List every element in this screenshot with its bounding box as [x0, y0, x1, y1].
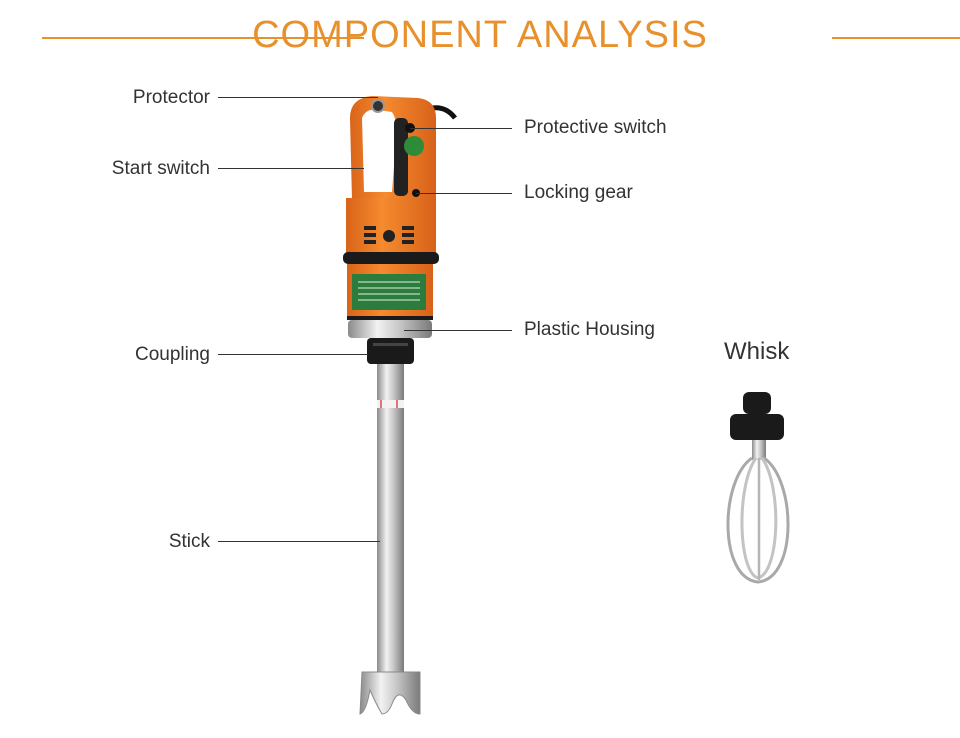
handle-grip-slot: [362, 109, 397, 192]
grip-strip: [394, 118, 408, 196]
label-protective-switch: Protective switch: [524, 117, 667, 138]
title-rule-right: [832, 37, 960, 39]
coupling-nut: [367, 338, 414, 364]
leader-plastic-housing: [404, 330, 512, 331]
vent-slots: [364, 226, 414, 244]
title-rule-left: [42, 37, 364, 39]
steel-stick: [377, 364, 404, 678]
leader-coupling: [218, 354, 368, 355]
label-plastic-housing: Plastic Housing: [524, 319, 655, 340]
steel-collar: [348, 320, 432, 338]
leader-locking-gear: [416, 193, 512, 194]
label-coupling: Coupling: [135, 344, 210, 365]
blade-guard: [359, 671, 421, 715]
page-title: COMPONENT ANALYSIS: [252, 14, 708, 56]
power-cable: [431, 105, 457, 120]
spec-label: [352, 274, 426, 310]
motor-body: [346, 198, 436, 255]
whisk-accessory: [726, 392, 790, 584]
black-band-top: [343, 252, 439, 264]
whisk-title: Whisk: [724, 338, 790, 365]
label-protector: Protector: [132, 87, 210, 108]
protector-knob: [371, 99, 385, 113]
leader-stick: [218, 541, 380, 542]
leader-start-switch: [218, 168, 364, 169]
label-start-switch: Start switch: [111, 158, 210, 179]
label-locking-gear: Locking gear: [524, 182, 633, 203]
warning-sticker: [404, 136, 424, 156]
leader-protector: [218, 97, 378, 98]
label-stick: Stick: [168, 531, 210, 552]
leader-protective-switch: [410, 128, 512, 129]
